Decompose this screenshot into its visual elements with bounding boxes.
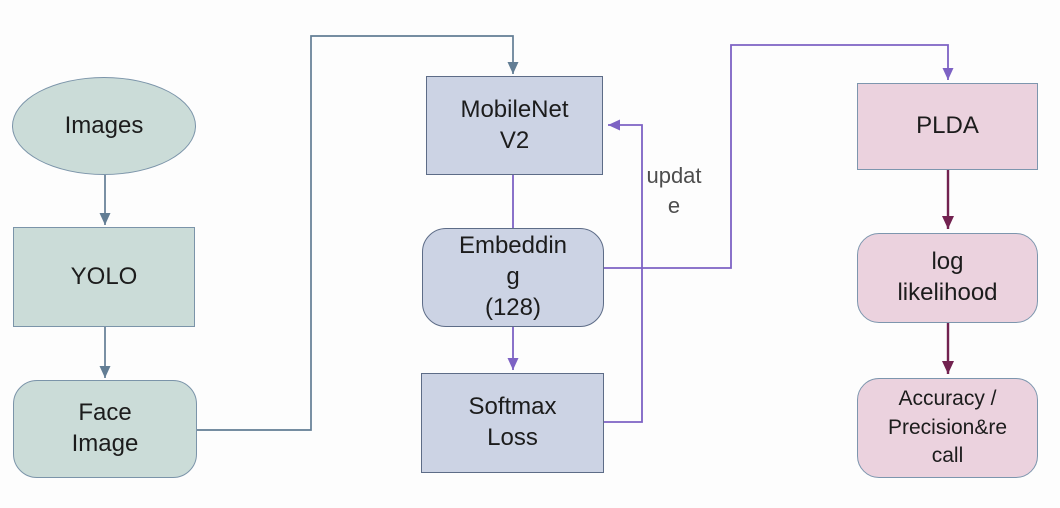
node-plda-label: PLDA (916, 112, 979, 140)
node-accuracy-precision-recall-label: Accuracy / Precision&re call (887, 386, 1008, 468)
node-face-image-label: Face Image (71, 399, 139, 457)
node-embedding: Embeddin g (128) (422, 228, 604, 327)
edge-label-update: updat e (646, 163, 702, 218)
node-accuracy-precision-recall: Accuracy / Precision&re call (857, 378, 1038, 478)
node-mobilenet-v2-label: MobileNet V2 (460, 95, 569, 154)
node-images: Images (12, 77, 196, 175)
node-face-image: Face Image (13, 380, 197, 478)
node-softmax-loss-label: Softmax Loss (468, 393, 557, 451)
node-log-likelihood: log likelihood (857, 233, 1038, 323)
node-yolo: YOLO (13, 227, 195, 327)
node-images-label: Images (64, 111, 144, 139)
node-mobilenet-v2: MobileNet V2 (426, 76, 603, 175)
node-embedding-label: Embeddin g (128) (458, 232, 568, 321)
node-plda: PLDA (857, 83, 1038, 170)
node-log-likelihood-label: log likelihood (897, 248, 998, 306)
node-softmax-loss: Softmax Loss (421, 373, 604, 473)
node-yolo-label: YOLO (70, 262, 138, 290)
